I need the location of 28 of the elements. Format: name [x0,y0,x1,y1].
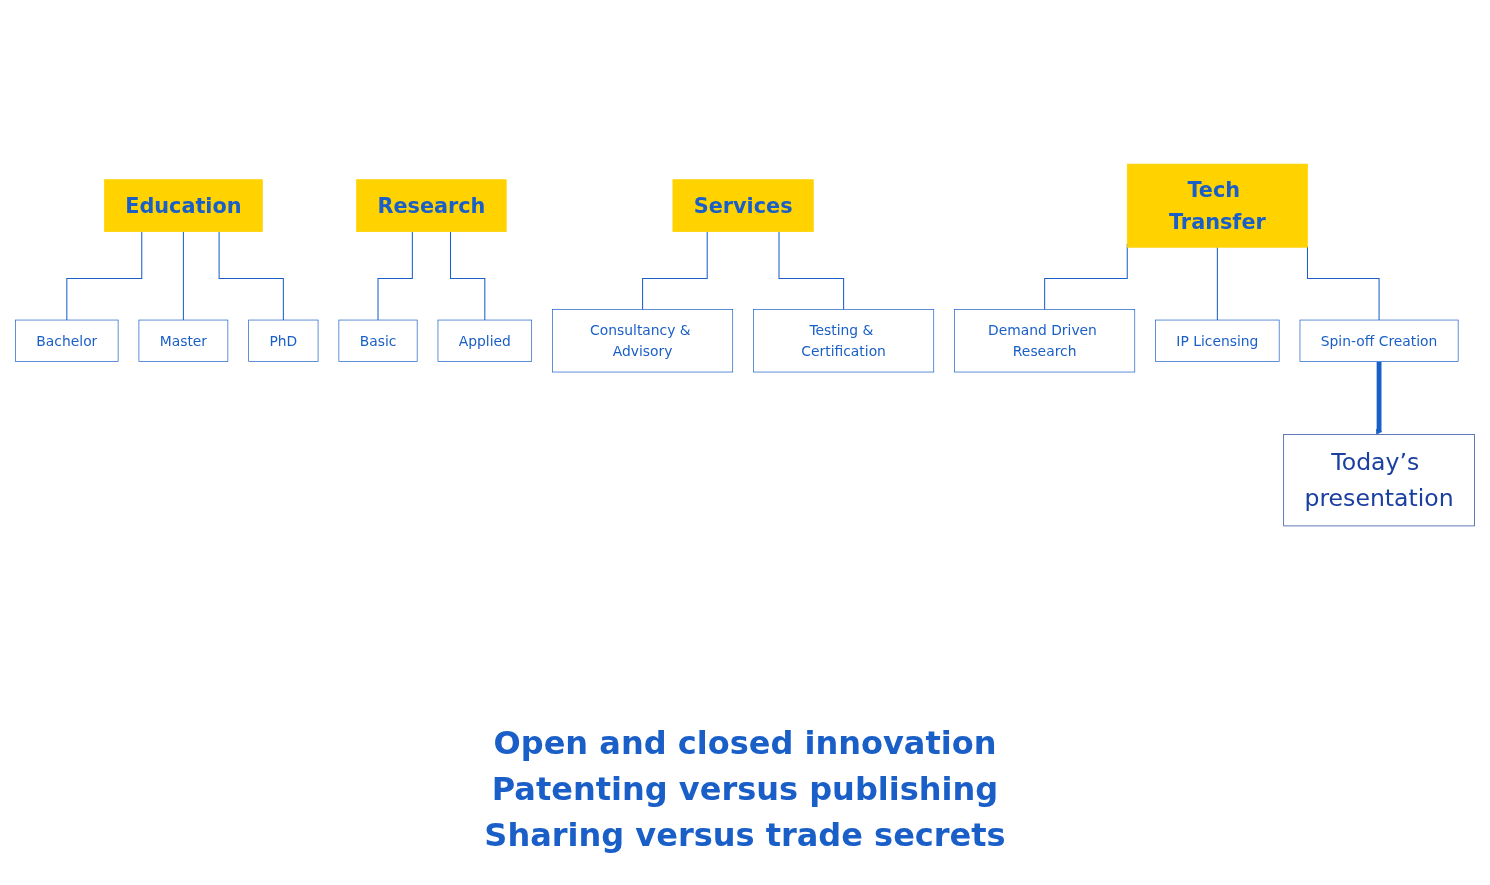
note-text: Open and closed innovation [492,723,998,764]
node-box: Master [138,319,229,362]
note-text: Patenting versus publishing [490,769,1000,810]
node-box: Spin-off Creation [1299,319,1459,362]
connector [778,231,845,311]
node-box: Services [672,179,814,232]
connector [182,231,184,321]
node-box: Testing & Certification [753,309,935,373]
node-box: Applied [437,319,532,362]
connector [1306,245,1380,321]
node-box: Today’s presentation [1283,434,1475,527]
node-box: Bachelor [15,319,119,362]
arrow [1376,361,1383,435]
connector [66,231,143,321]
node-box: Consultancy & Advisory [552,309,734,373]
connector [449,231,486,321]
node-box: Demand Driven Research [954,309,1136,373]
note-text: Sharing versus trade secrets [484,815,1006,856]
connector [642,231,708,311]
connector [1216,246,1218,321]
node-box: PhD [248,319,319,362]
connector [218,231,284,321]
node-box: Tech Transfer [1126,163,1308,248]
connector [377,231,413,321]
node-box: Basic [338,319,418,362]
node-box: IP Licensing [1155,319,1280,362]
node-box: Education [104,179,263,232]
node-box: Research [356,179,507,232]
